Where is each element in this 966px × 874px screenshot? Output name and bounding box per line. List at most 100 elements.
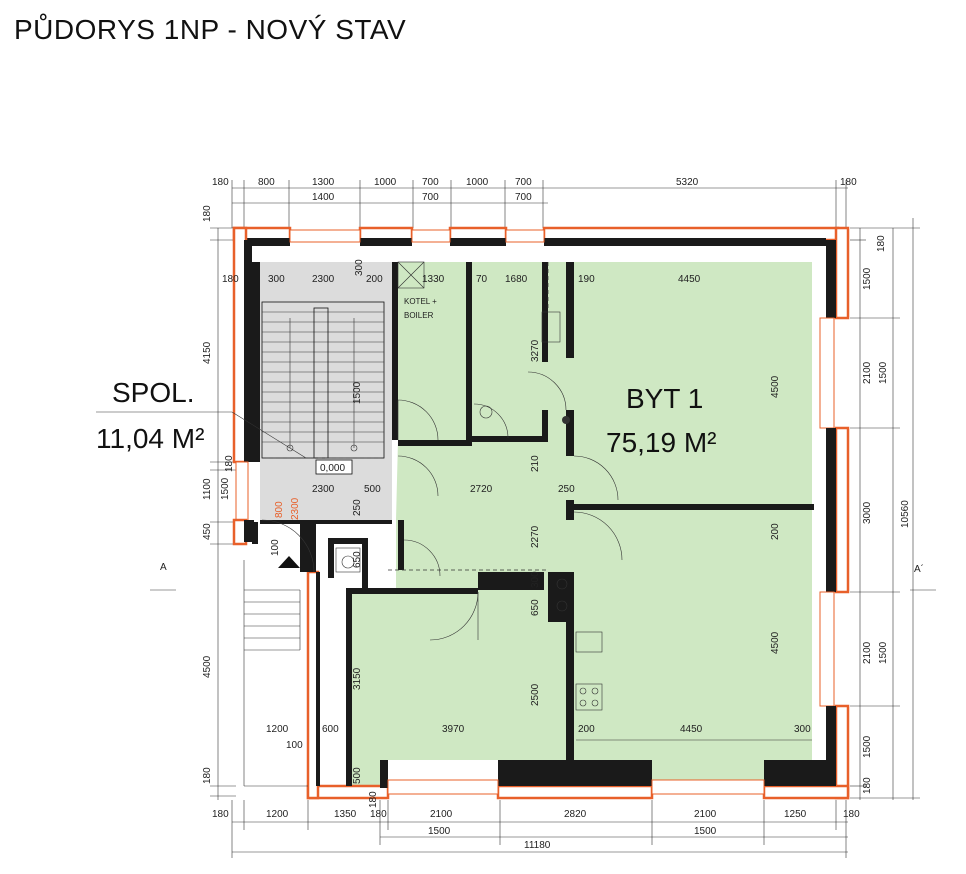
dim-left-6: 450 xyxy=(202,523,213,540)
common-room-name: SPOL. xyxy=(112,377,194,408)
dim-top2-1: 1400 xyxy=(312,192,335,203)
dim-in-26: 650 xyxy=(352,551,363,568)
dim-left-5: 1500 xyxy=(220,477,231,500)
dim-in-38: 500 xyxy=(352,767,363,784)
dim-left-1: 180 xyxy=(202,205,213,222)
section-mark-right: A´ xyxy=(914,563,924,575)
dim-bot-9: 180 xyxy=(843,809,860,820)
dim-in-7: 190 xyxy=(578,274,595,285)
dim-bot-3: 1350 xyxy=(334,809,357,820)
dim-top-8: 5320 xyxy=(676,177,699,188)
apartment-name: BYT 1 xyxy=(626,383,703,414)
dim-bot-8: 1250 xyxy=(784,809,807,820)
dim-bot-1: 180 xyxy=(212,809,229,820)
dim-bot2-1: 1500 xyxy=(428,826,451,837)
dim-top-1: 180 xyxy=(212,177,229,188)
dim-in-11: 3270 xyxy=(530,339,541,362)
dim-in-6: 1680 xyxy=(505,274,528,285)
dim-left-2: 4150 xyxy=(202,341,213,364)
dim-in-35: 4450 xyxy=(680,724,703,735)
boiler-label-2: BOILER xyxy=(404,311,434,320)
dim-right-mid-2: 1500 xyxy=(878,641,889,664)
dim-in-29: 3150 xyxy=(352,667,363,690)
dim-in-5: 70 xyxy=(476,274,488,285)
dim-in-20: 4500 xyxy=(770,375,781,398)
dim-in-15: 2720 xyxy=(470,484,493,495)
elevation-mark: 0,000 xyxy=(320,463,345,474)
dim-in-21: 200 xyxy=(770,523,781,540)
dim-top-4: 1000 xyxy=(374,177,397,188)
dim-in-19: 250 xyxy=(352,499,363,516)
dim-in-31: 1200 xyxy=(266,724,289,735)
dim-right-total: 10560 xyxy=(900,500,911,528)
dim-in-22: 4500 xyxy=(770,631,781,654)
dim-in-39: 180 xyxy=(368,791,379,808)
dim-in-9: 180 xyxy=(222,274,239,285)
apartment-area: 75,19 M² xyxy=(606,427,717,458)
dim-in-1: 300 xyxy=(268,274,285,285)
dim-left-4: 1100 xyxy=(202,478,213,500)
dim-in-23: 100 xyxy=(270,539,281,556)
plan-title: PŮDORYS 1NP - NOVÝ STAV xyxy=(14,14,407,45)
dim-in-3: 200 xyxy=(366,274,383,285)
inner-walls xyxy=(252,262,814,786)
dim-in-25: 2300 xyxy=(290,497,301,520)
dim-in-4: 1330 xyxy=(422,274,445,285)
dim-in-32: 600 xyxy=(322,724,339,735)
dim-bot-4: 180 xyxy=(370,809,387,820)
dim-in-36: 300 xyxy=(794,724,811,735)
dim-top-5: 700 xyxy=(422,177,439,188)
dim-left-3: 180 xyxy=(224,455,235,472)
dim-bot-2: 1200 xyxy=(266,809,289,820)
boiler-label-1: KOTEL + xyxy=(404,297,437,306)
dim-top-2: 800 xyxy=(258,177,275,188)
dim-right-1: 180 xyxy=(876,235,887,252)
dim-in-30: 2500 xyxy=(530,683,541,706)
dim-top2-2: 700 xyxy=(422,192,439,203)
dim-top-6: 1000 xyxy=(466,177,489,188)
dim-right-2: 1500 xyxy=(862,267,873,290)
fixtures xyxy=(150,261,936,741)
dim-top-7: 700 xyxy=(515,177,532,188)
dim-in-28: 300 xyxy=(530,571,541,588)
dim-right-5: 2100 xyxy=(862,641,873,664)
dim-left-7: 4500 xyxy=(202,655,213,678)
dim-in-8: 4450 xyxy=(678,274,701,285)
dim-in-16: 250 xyxy=(558,484,575,495)
dim-in-27: 650 xyxy=(530,599,541,616)
dim-bot2-2: 1500 xyxy=(694,826,717,837)
dim-in-33: 3970 xyxy=(442,724,465,735)
section-mark-left: A xyxy=(160,562,167,573)
dim-bottom-total: 11180 xyxy=(524,840,551,851)
dim-right-6: 1500 xyxy=(862,735,873,758)
stairs-upper xyxy=(261,301,385,459)
apartment-fill xyxy=(346,262,812,786)
stairs-lower xyxy=(243,560,308,787)
dim-in-34: 200 xyxy=(578,724,595,735)
dim-bot-6: 2820 xyxy=(564,809,587,820)
dim-in-10: 300 xyxy=(354,259,365,276)
dim-top2-3: 700 xyxy=(515,192,532,203)
dim-right-7: 180 xyxy=(862,777,873,794)
dim-top-9: 180 xyxy=(840,177,857,188)
dim-in-37: 100 xyxy=(286,740,303,751)
dim-left-8: 180 xyxy=(202,767,213,784)
dim-in-24: 800 xyxy=(274,501,285,518)
dim-in-14: 500 xyxy=(364,484,381,495)
labels: SPOL. 11,04 M² BYT 1 75,19 M² KOTEL + BO… xyxy=(96,177,924,851)
dim-right-4: 3000 xyxy=(862,501,873,524)
dim-in-2: 2300 xyxy=(312,274,335,285)
dim-right-3: 2100 xyxy=(862,361,873,384)
dim-bot-5: 2100 xyxy=(430,809,453,820)
common-room-area: 11,04 M² xyxy=(96,423,204,454)
dimension-lines xyxy=(210,180,920,858)
dim-in-13: 2300 xyxy=(312,484,335,495)
outer-walls xyxy=(232,226,850,800)
dim-in-12: 1500 xyxy=(352,381,363,404)
dim-in-18: 2270 xyxy=(530,525,541,548)
dim-bot-7: 2100 xyxy=(694,809,717,820)
dim-top-3: 1300 xyxy=(312,177,335,188)
dim-in-17: 210 xyxy=(530,455,541,472)
dim-right-mid-1: 1500 xyxy=(878,361,889,384)
